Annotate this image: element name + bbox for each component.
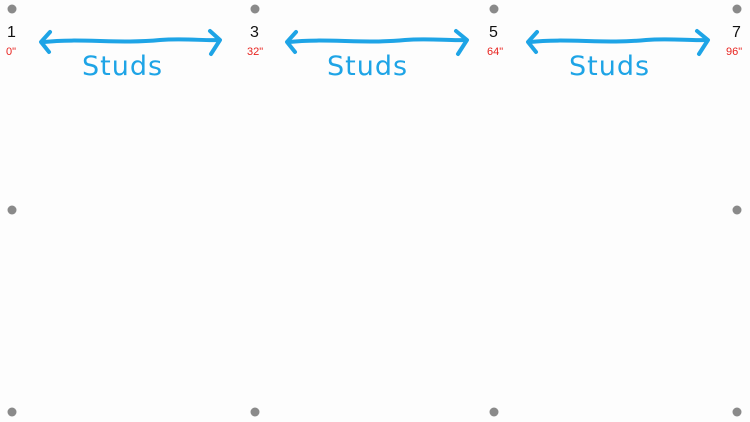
stud-offset-32: 32" — [247, 46, 264, 58]
stud-number-7: 7 — [732, 24, 741, 41]
stud-offset-0: 0" — [6, 46, 17, 58]
stud-marker-dot — [489, 407, 499, 417]
stud-marker-dot — [250, 407, 260, 417]
double-arrow-icon — [526, 29, 710, 56]
stud-marker-dot — [7, 407, 17, 417]
stud-number-3: 3 — [250, 24, 259, 41]
stud-number-1: 1 — [7, 24, 16, 41]
stud-marker-dot — [732, 407, 742, 417]
stud-offset-96: 96" — [726, 46, 743, 58]
double-arrow-icon — [39, 29, 222, 56]
span-label: Studs — [327, 51, 408, 82]
span-label: Studs — [82, 51, 163, 82]
double-arrow-icon — [285, 29, 469, 56]
stud-marker-dot — [732, 4, 742, 14]
stud-number-5: 5 — [489, 24, 498, 41]
stud-offset-64: 64" — [487, 46, 504, 58]
stud-marker-dot — [250, 4, 260, 14]
stud-marker-dot — [7, 4, 17, 14]
stud-marker-dot — [732, 205, 742, 215]
stud-marker-dot — [7, 205, 17, 215]
span-label: Studs — [569, 51, 650, 82]
stud-marker-dot — [489, 4, 499, 14]
